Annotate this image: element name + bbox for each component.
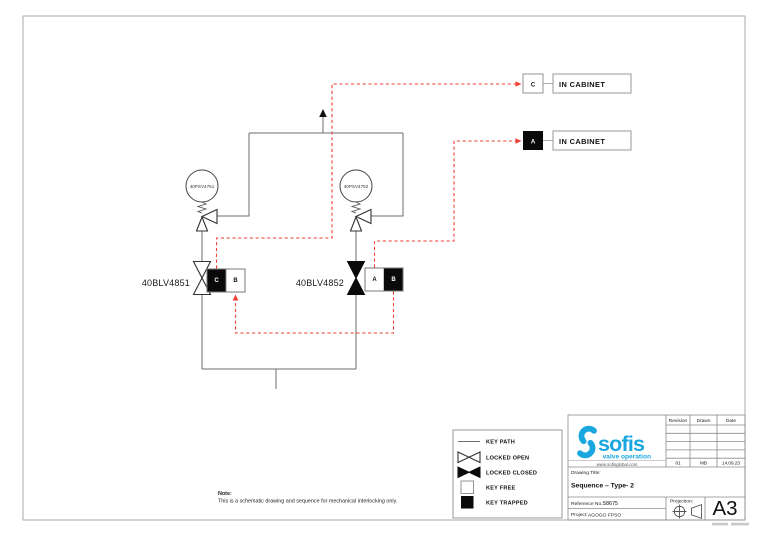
note-title: Note: bbox=[218, 491, 232, 497]
projection-label: Projection: bbox=[670, 499, 693, 505]
valve-left-tag: 40BLV4851 bbox=[142, 278, 190, 288]
in-cabinet-box bbox=[552, 130, 632, 151]
fine-print-mark bbox=[712, 522, 728, 526]
projection-cone-icon bbox=[691, 503, 702, 520]
locked-closed-icon bbox=[457, 466, 471, 479]
key-letter-b: B bbox=[391, 277, 396, 283]
fine-print-mark bbox=[731, 522, 749, 526]
key-free-icon bbox=[460, 480, 474, 494]
in-cabinet-box bbox=[552, 73, 632, 94]
drawn-header: Drawn bbox=[697, 418, 711, 424]
key-cell-a-cabinet bbox=[523, 131, 543, 150]
legend-label: KEY TRAPPED bbox=[486, 501, 528, 507]
arrow-right-icon bbox=[515, 138, 522, 144]
valve-open-bottom-triangle bbox=[192, 276, 212, 296]
psv-left-assembly: 40PSV4751 bbox=[185, 169, 219, 232]
relief-valve-body bbox=[349, 215, 363, 232]
key-path-c-to-cabinet bbox=[215, 83, 517, 269]
vent-arrow-icon bbox=[319, 109, 327, 117]
locked-open-icon bbox=[467, 451, 481, 464]
pipe-network bbox=[201, 116, 404, 389]
legend-label: LOCKED OPEN bbox=[486, 456, 529, 462]
locked-closed-icon bbox=[467, 466, 481, 479]
valve-left-locked-open: 40BLV4851 C B bbox=[142, 260, 246, 296]
key-letter-c: C bbox=[531, 82, 536, 88]
valve-right-tag: 40BLV4852 bbox=[296, 278, 344, 288]
legend-label: KEY PATH bbox=[486, 440, 515, 446]
in-cabinet-label: IN CABINET bbox=[559, 137, 605, 146]
spring-icon bbox=[350, 201, 362, 214]
logo-s-top-swoosh-icon bbox=[578, 425, 597, 445]
relief-valve-body bbox=[195, 215, 209, 232]
brand-name: sofis bbox=[598, 432, 645, 456]
cabinet-key-a: A IN CABINET bbox=[523, 130, 632, 151]
arrow-right-icon bbox=[515, 81, 522, 87]
relief-valve-outlet bbox=[354, 208, 372, 225]
cabinet-key-c: C IN CABINET bbox=[522, 73, 632, 94]
valve-closed-top-triangle bbox=[346, 261, 366, 280]
key-path-b-to-b bbox=[234, 291, 395, 334]
in-cabinet-label: IN CABINET bbox=[559, 80, 605, 89]
key-paths bbox=[215, 81, 522, 334]
title-block: Revision Drawn Date 01 MB 14.09.23 sofis… bbox=[567, 414, 746, 521]
date-header: Date bbox=[726, 418, 736, 424]
projection-crosshair-icon bbox=[672, 504, 687, 519]
psv-right-assembly: 40PSV4752 bbox=[339, 169, 373, 232]
revision-value: 01 bbox=[675, 460, 681, 465]
key-cell-b-trapped bbox=[384, 268, 403, 291]
project-label: Project: bbox=[571, 512, 588, 518]
revision-table-grid bbox=[666, 415, 745, 467]
title-block-dividers bbox=[568, 415, 745, 520]
valve-open-top-triangle bbox=[192, 260, 212, 280]
legend-label: LOCKED CLOSED bbox=[486, 471, 537, 477]
drawn-value: MB bbox=[700, 460, 707, 465]
key-letter-a: A bbox=[531, 139, 536, 145]
drawing-title-label: Drawing Title: bbox=[571, 470, 601, 476]
key-cell-c-trapped bbox=[207, 269, 226, 292]
sofis-logo: sofis valve operation www.sofisglobal.co… bbox=[577, 425, 651, 467]
psv-right-tag: 40PSV4752 bbox=[344, 184, 369, 189]
psv-left-tag: 40PSV4751 bbox=[190, 184, 215, 189]
title-block-border bbox=[567, 414, 746, 521]
project-value: AGOGO FPSO bbox=[588, 512, 621, 518]
key-letter-c: C bbox=[214, 278, 219, 284]
date-value: 14.09.23 bbox=[722, 460, 740, 465]
keybox-outline bbox=[364, 267, 404, 292]
reference-value: 58675 bbox=[603, 501, 618, 507]
key-letter-b: B bbox=[233, 278, 238, 284]
valve-right-locked-closed: 40BLV4852 A B bbox=[296, 261, 404, 295]
brand-tagline: valve operation bbox=[603, 454, 651, 461]
keybox-outline bbox=[206, 268, 246, 293]
key-path-a-to-cabinet bbox=[373, 140, 517, 268]
logo-s-bottom-swoosh-icon bbox=[577, 439, 596, 459]
key-trapped-icon bbox=[461, 496, 474, 509]
spring-icon bbox=[196, 201, 208, 214]
sheet-size: A3 bbox=[712, 497, 737, 520]
legend-label: KEY FREE bbox=[486, 486, 516, 492]
locked-open-icon bbox=[457, 451, 471, 464]
note: Note: This is a schematic drawing and se… bbox=[218, 491, 397, 505]
valve-closed-bottom-triangle bbox=[346, 276, 366, 295]
arrow-up-icon bbox=[232, 294, 239, 301]
key-letter-a: A bbox=[372, 277, 377, 283]
brand-website: www.sofisglobal.com bbox=[597, 462, 638, 467]
relief-valve-outlet bbox=[200, 208, 218, 225]
revision-header: Revision bbox=[669, 418, 688, 424]
note-body: This is a schematic drawing and sequence… bbox=[218, 499, 397, 505]
legend: KEY PATH LOCKED OPEN LOCKED CLOSED KEY F… bbox=[452, 429, 563, 519]
drawing-title: Sequence – Type- 2 bbox=[571, 483, 634, 490]
reference-label: Reference No.: bbox=[571, 501, 604, 507]
